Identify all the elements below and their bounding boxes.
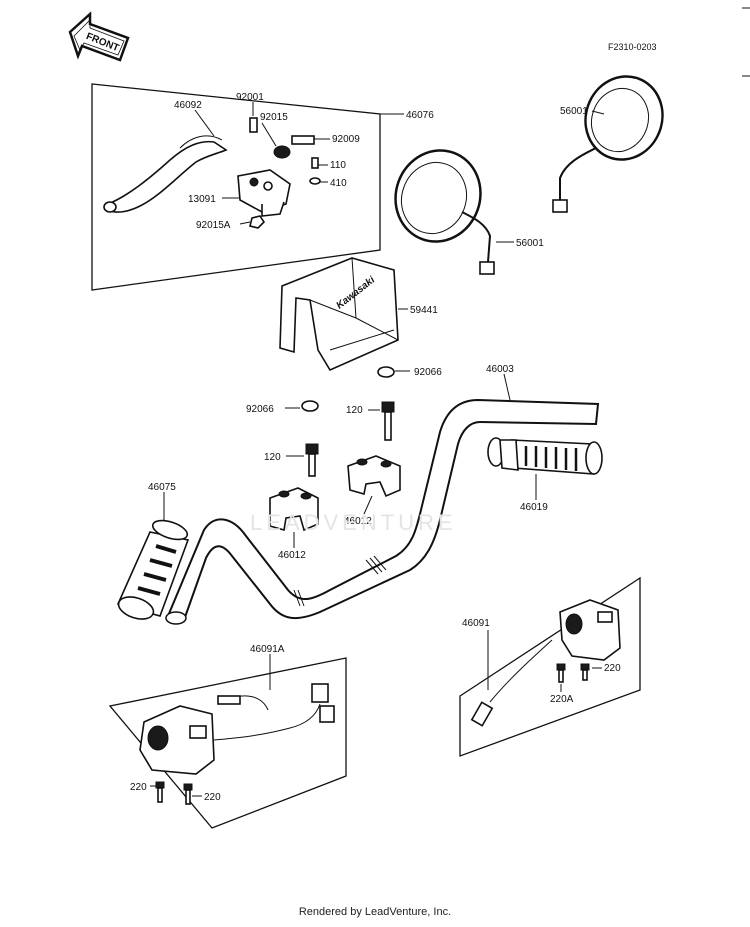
- adjuster-92009: [291, 135, 315, 145]
- callout-56001-b: 56001: [516, 238, 544, 249]
- left-switch-small-plug: [217, 695, 241, 705]
- grip-left: [116, 519, 190, 620]
- handlebar-knurl: [293, 555, 387, 607]
- callout-46012-b: 46012: [278, 550, 306, 561]
- mirror-right: [552, 75, 664, 213]
- clutch-lever: [103, 135, 228, 213]
- left-switch-connector-b: [319, 705, 335, 723]
- clamp-46012-lower: [269, 487, 319, 532]
- nut-92015: [273, 145, 291, 159]
- screw-220A-right: [556, 663, 566, 683]
- watermark: LEADVENTURE: [250, 510, 457, 535]
- screw-220-left-b: [183, 783, 193, 805]
- screw-220-left-a: [155, 781, 165, 803]
- right-switch-connector: [470, 701, 494, 727]
- screw-220-right: [580, 663, 590, 681]
- figure-code: F2310-0203: [608, 42, 657, 52]
- handlebar-cover: [279, 257, 399, 372]
- left-switch-housing: [139, 705, 215, 775]
- mirror-left: [394, 149, 495, 275]
- callout-92015a: 92015A: [196, 220, 231, 231]
- callout-46076: 46076: [406, 110, 434, 121]
- screw-92001: [249, 117, 258, 133]
- grip-right: [487, 437, 603, 475]
- bolt-120-b: [305, 443, 319, 477]
- callout-46075: 46075: [148, 482, 176, 493]
- clamp-46012-upper: [347, 455, 401, 498]
- callout-46012-a: 46012: [344, 516, 372, 527]
- lever-holder: [237, 169, 291, 217]
- callout-92001: 92001: [236, 92, 264, 103]
- footer-credit: Rendered by LeadVenture, Inc.: [298, 906, 452, 918]
- callout-56001-a: 56001: [560, 106, 588, 117]
- callout-46003: 46003: [486, 364, 514, 375]
- callout-92015: 92015: [260, 112, 288, 123]
- callout-410: 410: [330, 178, 347, 189]
- bolt-110: [311, 157, 319, 169]
- cap-92066-b: [301, 400, 319, 412]
- callout-13091: 13091: [188, 194, 216, 205]
- callout-46019: 46019: [520, 502, 548, 513]
- callout-59441: 59441: [410, 305, 438, 316]
- callout-220-right: 220: [604, 663, 621, 674]
- callout-46091: 46091: [462, 618, 490, 629]
- callout-46092: 46092: [174, 100, 202, 111]
- callout-220-left-b: 220: [204, 792, 221, 803]
- callout-92066-a: 92066: [414, 367, 442, 378]
- front-arrow-icon: [68, 11, 130, 62]
- callout-120-a: 120: [346, 405, 363, 416]
- callout-220a: 220A: [550, 694, 574, 705]
- callout-46091a: 46091A: [250, 644, 285, 655]
- washer-410: [309, 177, 321, 185]
- lever-assembly-box: [91, 83, 381, 291]
- left-switch-box: [108, 657, 347, 829]
- callout-120-b: 120: [264, 452, 281, 463]
- callout-92066-b: 92066: [246, 404, 274, 415]
- callout-110: 110: [330, 160, 346, 171]
- handlebar: [166, 398, 600, 622]
- nut-92015a: [249, 215, 266, 229]
- callout-92009: 92009: [332, 134, 360, 145]
- right-switch-housing: [559, 599, 621, 661]
- callout-220-left-a: 220: [130, 782, 147, 793]
- bolt-120-a: [381, 401, 395, 441]
- left-switch-connector-a: [311, 683, 329, 703]
- cap-92066-a: [377, 366, 395, 378]
